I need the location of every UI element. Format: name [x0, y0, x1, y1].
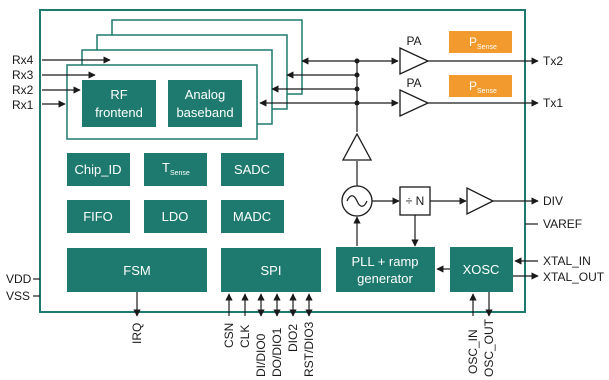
- fsm-label: FSM: [123, 263, 150, 278]
- xosc-block: [450, 247, 513, 292]
- rf-frontend-label-2: frontend: [95, 105, 143, 120]
- vco-sine-icon: [346, 195, 368, 207]
- fifo-label: FIFO: [83, 209, 113, 224]
- spi-label: SPI: [261, 263, 282, 278]
- rf-frontend-block: [82, 80, 156, 127]
- csn-pin-label: CSN: [222, 323, 236, 348]
- varef-pin-label: VAREF: [543, 217, 582, 231]
- analog-baseband-block: [168, 80, 242, 127]
- ldo-block: [144, 200, 207, 233]
- div-pin-label: DIV: [543, 194, 563, 208]
- xtal-in-pin-label: XTAL_IN: [543, 254, 591, 268]
- osc-in-pin-label: OSC_IN: [466, 329, 480, 374]
- chip-boundary: [39, 9, 526, 313]
- psense-tx1-block: [449, 75, 512, 97]
- clk-pin-label: CLK: [238, 325, 252, 348]
- xosc-label: XOSC: [463, 262, 500, 277]
- rf-frontend-label-1: RF: [110, 87, 127, 102]
- vss-pin-label: VSS: [6, 289, 30, 303]
- dio2-pin-label: DIO2: [286, 324, 300, 352]
- madc-label: MADC: [233, 209, 271, 224]
- lo-buffer-amplifier: [341, 132, 373, 161]
- pll-label-2: generator: [357, 271, 413, 286]
- tx2-label: Tx2: [543, 54, 563, 68]
- dio3-pin-label: RST/DIO3: [302, 321, 316, 377]
- xtal-out-pin-label: XTAL_OUT: [543, 270, 605, 284]
- fsm-block: [67, 248, 207, 292]
- sadc-label: SADC: [234, 162, 270, 177]
- analog-baseband-label-1: Analog: [185, 87, 225, 102]
- junction-dot-3: [354, 86, 360, 92]
- junction-dot-2: [354, 72, 360, 78]
- rx1-label: Rx1: [12, 98, 34, 112]
- sadc-block: [221, 153, 284, 186]
- pa-tx2-label: PA: [406, 34, 421, 48]
- tsense-block: [144, 153, 207, 186]
- psense-tx2-block: [449, 31, 512, 53]
- rx4-label: Rx4: [12, 53, 34, 67]
- madc-block: [221, 200, 284, 233]
- divider-label: ÷ N: [406, 194, 425, 208]
- pll-label-1: PLL + ramp: [351, 254, 418, 269]
- psense-tx1-label: PSense: [469, 79, 497, 95]
- dio0-pin-label: DI/DIO0: [254, 333, 268, 377]
- fifo-block: [67, 200, 130, 233]
- analog-baseband-label-2: baseband: [176, 105, 233, 120]
- psense-tx2-label: PSense: [469, 35, 497, 51]
- pa-tx2-amplifier: [399, 46, 430, 76]
- chip-id-label: Chip_ID: [75, 162, 122, 177]
- junction-dot-1: [354, 58, 360, 64]
- dio1-pin-label: DO/DIO1: [270, 327, 284, 377]
- chip-id-block: [67, 153, 130, 186]
- pll-ramp-generator-block: [336, 247, 435, 292]
- pa-tx1-amplifier: [399, 88, 430, 118]
- rx2-label: Rx2: [12, 83, 34, 97]
- osc-out-pin-label: OSC_OUT: [482, 318, 496, 377]
- div-output-buffer: [466, 186, 495, 216]
- tsense-label: TSense: [162, 160, 190, 177]
- ldo-label: LDO: [162, 209, 189, 224]
- pa-tx1-label: PA: [406, 76, 421, 90]
- vdd-pin-label: VDD: [6, 272, 32, 286]
- spi-block: [221, 248, 321, 292]
- junction-dot-4: [354, 100, 360, 106]
- tx1-label: Tx1: [543, 96, 563, 110]
- rx3-label: Rx3: [12, 68, 34, 82]
- irq-pin-label: IRQ: [130, 323, 144, 344]
